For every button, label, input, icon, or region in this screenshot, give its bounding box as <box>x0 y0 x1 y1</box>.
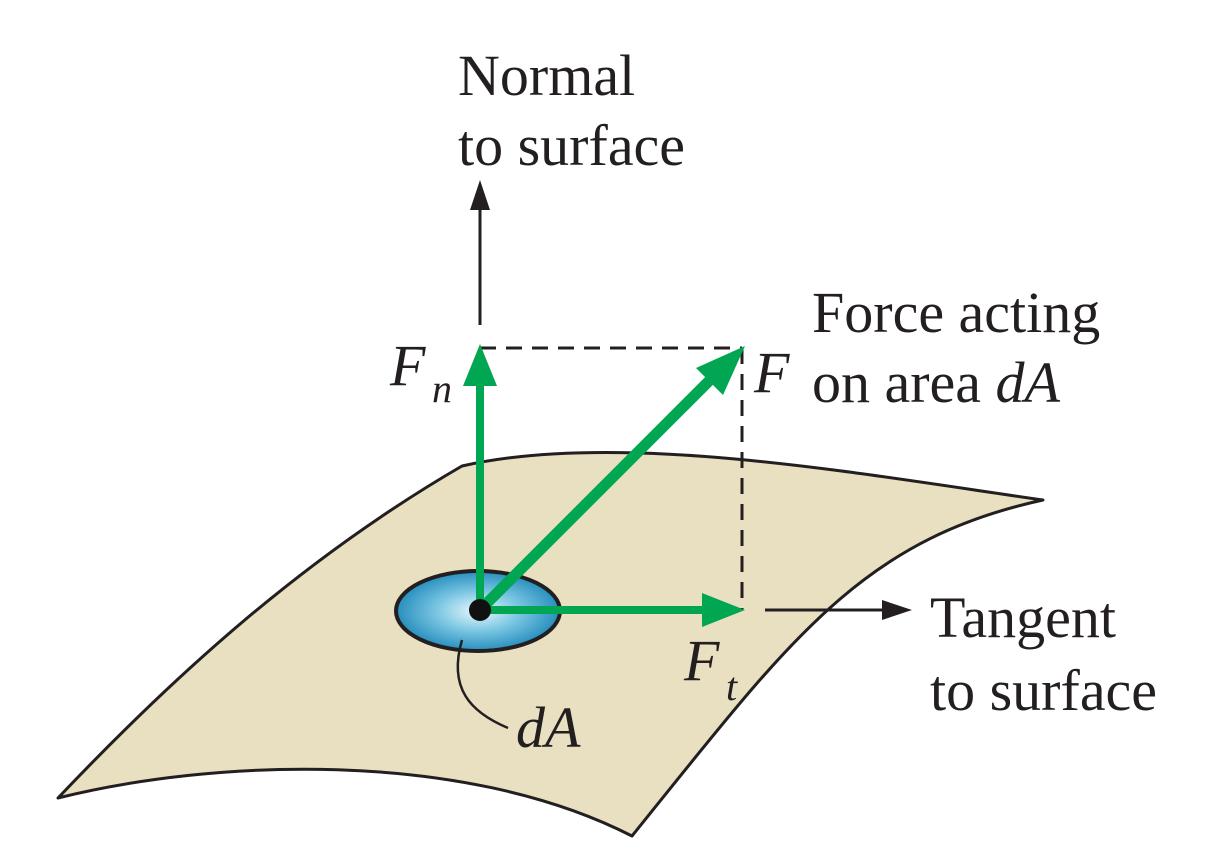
tangent-direction-arrowhead <box>882 600 912 620</box>
area-leader-line <box>456 639 509 730</box>
normal-label-line2: to surface <box>458 113 685 178</box>
tangent-force-symbol: F <box>683 628 720 693</box>
tangent-force-subscript: t <box>726 664 738 709</box>
normal-force-arrowhead <box>463 344 497 386</box>
tangent-label-line1: Tangent <box>930 585 1116 650</box>
total-force-shaft <box>476 368 722 614</box>
normal-force-subscript: n <box>432 366 452 411</box>
surface <box>56 450 1045 838</box>
normal-force-symbol: F <box>389 333 426 398</box>
area-label: dA <box>516 695 581 760</box>
normal-label-line1: Normal <box>458 43 635 108</box>
force-label-line2: on area dA <box>812 350 1061 415</box>
total-force-arrowhead <box>696 346 745 395</box>
origin-dot <box>469 599 491 621</box>
tangent-force-arrowhead <box>702 593 745 627</box>
total-force-symbol: F <box>753 340 790 405</box>
tangent-label-line2: to surface <box>930 658 1157 723</box>
normal-direction-arrowhead <box>470 180 490 210</box>
force-label-line1: Force acting <box>812 280 1100 345</box>
